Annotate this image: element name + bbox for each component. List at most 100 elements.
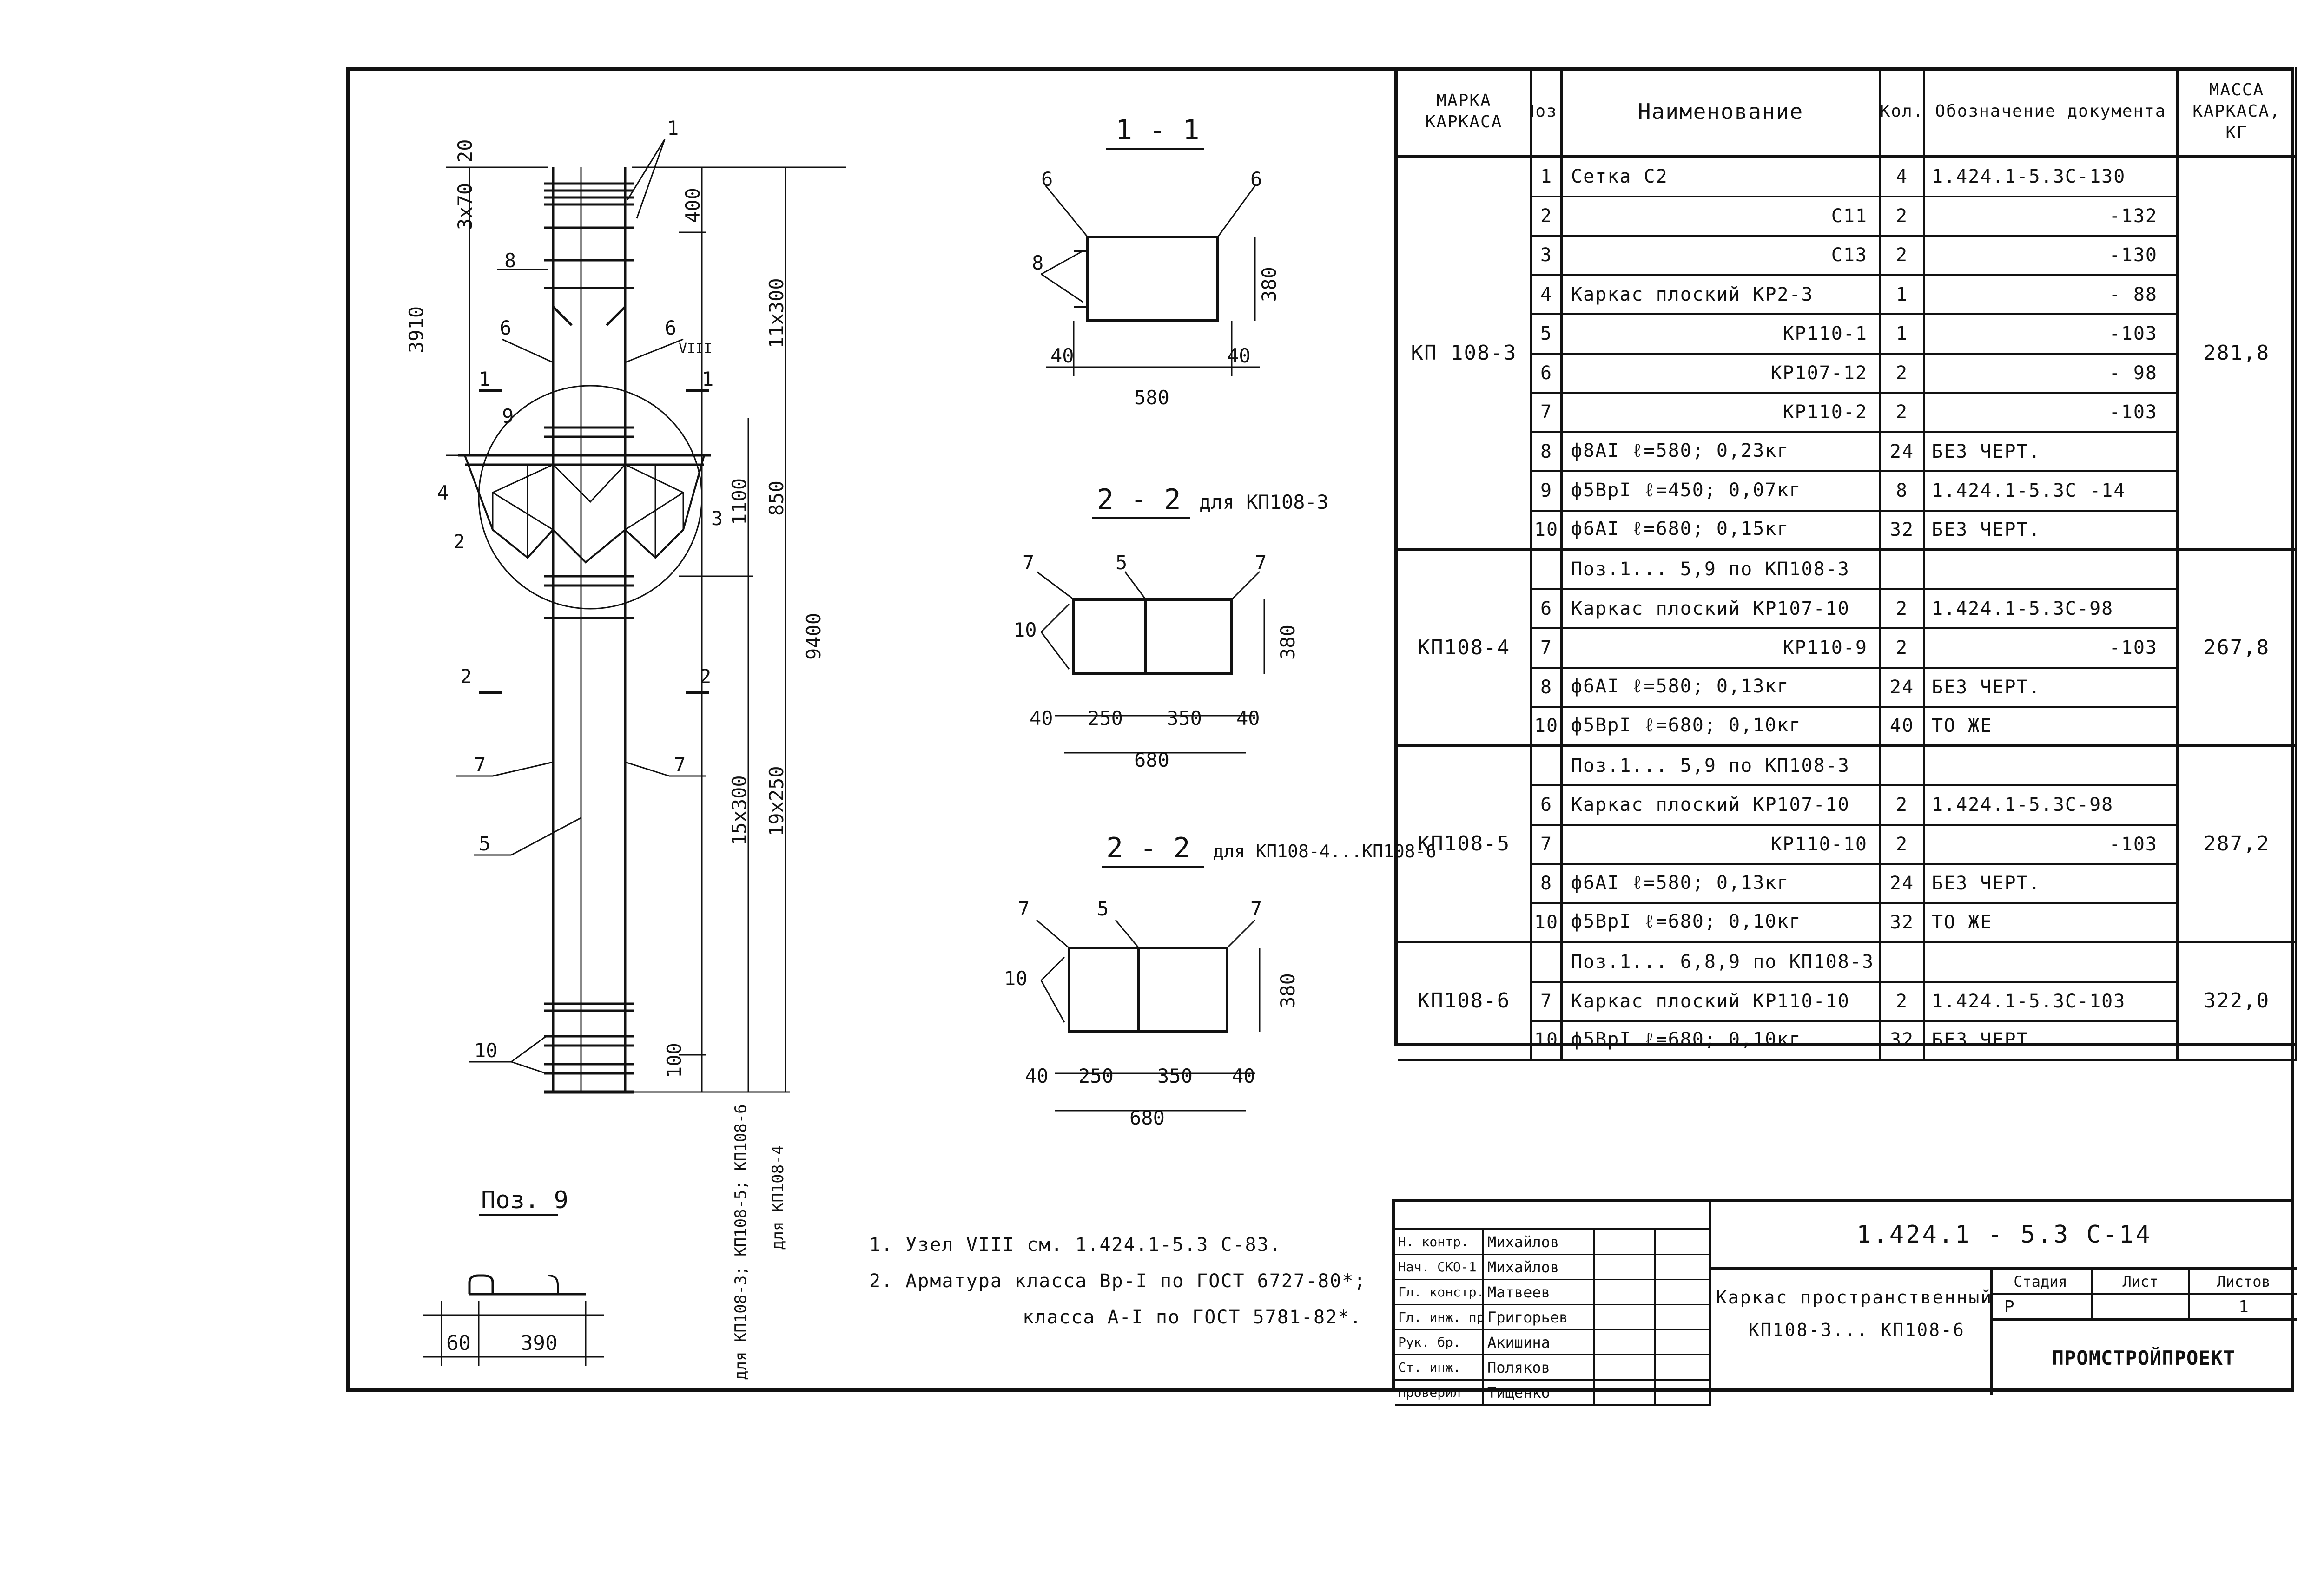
spec-row-poz: 3 [1532, 237, 1563, 276]
spec-row-doc: -130 [1925, 237, 2179, 276]
section-2-2-b-dim-40-right: 40 [1232, 1065, 1255, 1087]
drawing-description-line-1: Каркас пространственный [1716, 1287, 1990, 1308]
spec-row-poz: 10 [1532, 708, 1563, 747]
signer-role: Гл. констр. [1395, 1280, 1484, 1305]
spec-row-name: ф8АI ℓ=580; 0,23кг [1563, 433, 1881, 472]
spec-row-doc: 1.424.1-5.3С-103 [1925, 982, 2179, 1022]
label-6-left: 6 [500, 316, 511, 339]
label-7-left: 7 [474, 753, 486, 776]
spec-header-marka: МАРКА КАРКАСА [1398, 67, 1532, 158]
section-1-1-dim-40-right: 40 [1227, 344, 1251, 367]
label-4: 4 [437, 481, 449, 504]
spec-row-name: КР110-9 [1563, 629, 1881, 669]
spec-row-name: ф5ВрI ℓ=680; 0,10кг [1563, 1022, 1881, 1061]
section-2-2-a-dim-40-left: 40 [1030, 707, 1053, 730]
label-8: 8 [504, 249, 516, 272]
label-2: 2 [453, 530, 465, 553]
spec-row-doc [1925, 551, 2179, 590]
date-cell [1656, 1280, 1711, 1305]
spec-header-oboz: Обозначение документа [1925, 67, 2179, 158]
spec-row-poz [1532, 943, 1563, 983]
spec-row-doc: - 88 [1925, 276, 2179, 315]
spec-row-kol: 2 [1881, 237, 1925, 276]
spec-row-poz: 8 [1532, 865, 1563, 904]
spec-row-name: Поз.1... 5,9 по КП108-3 [1563, 747, 1881, 786]
signature-cell [1595, 1305, 1656, 1330]
dim-400: 400 [681, 188, 704, 223]
stage-value: Р [1990, 1295, 2093, 1321]
spec-row-doc: 1.424.1-5.3С-130 [1925, 158, 2179, 197]
section-1-1-texts: 1 - 1 6 6 8 380 40 40 580 [1032, 114, 1281, 409]
section-2-2-b-label-5: 5 [1097, 897, 1109, 920]
drawing-sheet-frame [346, 67, 2294, 1392]
signature-cell [1595, 1381, 1656, 1406]
section-2-2-a [1036, 517, 1265, 754]
dim-11x300: 11х300 [765, 278, 788, 349]
signer-role: Н. контр. [1395, 1230, 1484, 1255]
section-2-2-a-dim-380: 380 [1276, 625, 1299, 660]
section-1-1-dim-40-left: 40 [1050, 344, 1074, 367]
spec-row-kol: 2 [1881, 629, 1925, 669]
note-2: 2. Арматура класса Вр-I по ГОСТ 6727-80*… [869, 1270, 1367, 1292]
spec-row-poz: 4 [1532, 276, 1563, 315]
drawing-description-line-2: КП108-3... КП108-6 [1749, 1320, 1965, 1340]
spec-row-poz: 7 [1532, 394, 1563, 433]
spec-row-name: ф6АI ℓ=580; 0,13кг [1563, 865, 1881, 904]
spec-row-kol [1881, 551, 1925, 590]
note-1: 1. Узел VIII см. 1.424.1-5.3 С-83. [869, 1234, 1281, 1256]
section-2-2-a-title: 2 - 2 [1097, 483, 1181, 516]
section-2-2-b-dim-680: 680 [1129, 1106, 1165, 1129]
dim-20: 20 [454, 139, 476, 163]
spec-group-marka: КП108-6 [1398, 943, 1532, 1061]
signer-name: Михайлов [1484, 1255, 1595, 1280]
spec-row-doc: БЕЗ ЧЕРТ. [1925, 865, 2179, 904]
spec-row-poz: 7 [1532, 982, 1563, 1022]
spec-row-name: КР107-12 [1563, 354, 1881, 394]
spec-row-doc: -103 [1925, 629, 2179, 669]
spec-group-marka: КП108-5 [1398, 747, 1532, 943]
signature-cell [1595, 1280, 1656, 1305]
spec-row-name: Каркас плоский КР2-3 [1563, 276, 1881, 315]
label-6-right: 6 [665, 316, 676, 339]
spec-row-kol: 2 [1881, 786, 1925, 826]
poz-9-texts: Поз. 9 60 390 [446, 1186, 568, 1355]
section-2-2-b-label-10: 10 [1004, 967, 1028, 990]
signer-role: Нач. СКО-1 [1395, 1255, 1484, 1280]
spec-row-doc: -103 [1925, 825, 2179, 865]
spec-row-name: Каркас плоский КР107-10 [1563, 786, 1881, 826]
column-elevation [446, 139, 846, 1094]
spec-row-name: С13 [1563, 237, 1881, 276]
spec-group-marka: КП108-4 [1398, 551, 1532, 747]
elevation-texts: 20 3х70 3910 400 11х300 1100 850 9400 15… [405, 117, 825, 1380]
label-section-1-right: 1 [702, 368, 713, 390]
spec-row-name: ф5ВрI ℓ=680; 0,10кг [1563, 904, 1881, 943]
spec-row-name: КР110-1 [1563, 315, 1881, 355]
signer-name: Тищенко [1484, 1381, 1595, 1406]
spec-group-massa: 267,8 [2179, 551, 2297, 747]
spec-row-kol: 2 [1881, 825, 1925, 865]
note-variant-b: для КП108-4 [769, 1145, 787, 1250]
spec-row-doc: - 98 [1925, 354, 2179, 394]
spec-row-name: Каркас плоский КР110-10 [1563, 982, 1881, 1022]
spec-row-kol: 32 [1881, 904, 1925, 943]
spec-row-poz: 8 [1532, 433, 1563, 472]
dim-1100: 1100 [728, 478, 751, 525]
spec-row-kol: 2 [1881, 354, 1925, 394]
spec-row-poz: 10 [1532, 1022, 1563, 1061]
spec-row-doc: 1.424.1-5.3С-98 [1925, 786, 2179, 826]
label-section-2-right: 2 [700, 665, 711, 688]
label-10: 10 [474, 1039, 498, 1062]
signature-cell [1595, 1330, 1656, 1355]
section-2-2-a-label-5: 5 [1116, 551, 1127, 574]
spec-row-name: Каркас плоский КР107-10 [1563, 590, 1881, 629]
dim-9400: 9400 [802, 613, 825, 660]
label-section-1-left: 1 [479, 368, 490, 390]
spec-row-name: КР110-10 [1563, 825, 1881, 865]
poz-9-title: Поз. 9 [481, 1186, 568, 1214]
section-2-2-a-dim-250: 250 [1088, 707, 1123, 730]
signature-cell [1595, 1255, 1656, 1280]
spec-row-poz: 7 [1532, 629, 1563, 669]
label-7-right: 7 [674, 753, 686, 776]
